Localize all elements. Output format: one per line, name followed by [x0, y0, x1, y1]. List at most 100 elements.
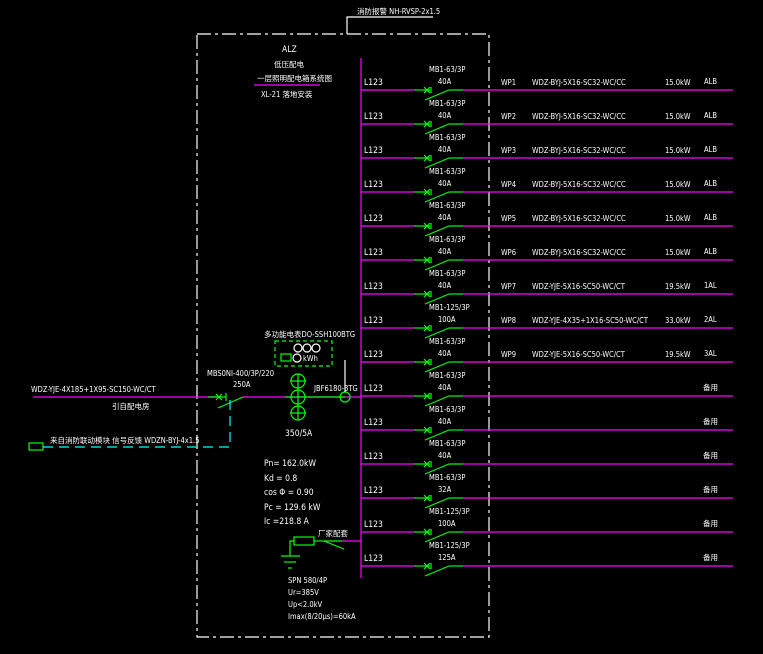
fire-signal-label: 来自消防联动模块 信号反馈 WDZN-BYJ-4x1.5	[50, 435, 200, 445]
main-breaker-model: MBS0NI-400/3P/220	[207, 369, 274, 378]
panel-ref: XL-21 落地安装	[261, 89, 313, 99]
breaker-blade	[424, 89, 450, 101]
circuit-breaker-rating: 100A	[438, 315, 456, 324]
breaker-x	[423, 494, 431, 502]
breaker-x	[423, 188, 431, 196]
circuit-power: 19.5kW	[665, 350, 691, 359]
ct-ratio: 350/5A	[285, 429, 313, 439]
circuit-breaker-model: MB1-63/3P	[429, 235, 465, 244]
breaker-x	[423, 358, 431, 366]
meter-kwh: kWh	[303, 354, 318, 363]
circuit-phase: L123	[364, 282, 383, 292]
circuit-breaker-model: MB1-63/3P	[429, 473, 465, 482]
circuit-id: WP4	[501, 180, 516, 189]
breaker-x	[423, 426, 431, 434]
circuit-breaker-rating: 32A	[438, 485, 452, 494]
circuit-id: WP8	[501, 316, 516, 325]
circuit-id: WP5	[501, 214, 516, 223]
top-signal-label: 消防报警 NH-RVSP-2x1.5	[357, 6, 440, 16]
breaker-blade	[424, 327, 450, 339]
breaker-blade	[424, 531, 450, 543]
circuit-cable: WDZ-YJE-4X35+1X16-SC50-WC/CT	[532, 316, 649, 325]
breaker-blade	[424, 225, 450, 237]
circuit-phase: L123	[364, 316, 383, 326]
meter-symbols	[280, 343, 321, 363]
circuit-breaker-rating: 40A	[438, 77, 452, 86]
circuit-breaker-rating: 40A	[438, 179, 452, 188]
circuit-destination: 备用	[703, 382, 718, 392]
circuit-id: WP7	[501, 282, 516, 291]
circuit-breaker-rating: 40A	[438, 213, 452, 222]
breaker-blade	[424, 497, 450, 509]
circuit-breaker-rating: 125A	[438, 553, 456, 562]
circuit-destination: ALB	[704, 145, 717, 154]
circuit-cable: WDZ-YJE-5X16-SC50-WC/CT	[532, 282, 626, 291]
circuit-phase: L123	[364, 520, 383, 530]
circuit-destination: ALB	[704, 247, 717, 256]
circuit-power: 15.0kW	[665, 78, 691, 87]
circuit-phase: L123	[364, 78, 383, 88]
spd-breaker-label: JBF6180-3TG	[313, 384, 358, 393]
breaker-blade	[424, 565, 450, 577]
breaker-blade	[424, 395, 450, 407]
circuit-breaker-rating: 40A	[438, 451, 452, 460]
circuit-breaker-rating: 40A	[438, 417, 452, 426]
circuit-breaker-model: MB1-125/3P	[429, 541, 470, 550]
incoming-cable-note: 引自配电房	[112, 401, 150, 411]
meter-box	[274, 340, 333, 367]
circuit-destination: ALB	[704, 111, 717, 120]
surge-protector	[281, 536, 361, 569]
calc-pn: Pn= 162.0kW	[264, 459, 316, 469]
spd-ur: Ur=385V	[288, 588, 319, 597]
circuit-power: 15.0kW	[665, 146, 691, 155]
circuit-breaker-rating: 40A	[438, 281, 452, 290]
circuit-phase: L123	[364, 418, 383, 428]
circuit-breaker-model: MB1-63/3P	[429, 269, 465, 278]
circuit-phase: L123	[364, 146, 383, 156]
circuit-destination: 备用	[703, 518, 718, 528]
circuit-destination: 备用	[703, 416, 718, 426]
breaker-blade	[424, 293, 450, 305]
breaker-blade	[424, 123, 450, 135]
breaker-blade	[424, 429, 450, 441]
breaker-x	[423, 154, 431, 162]
main-breaker-rating: 250A	[233, 380, 251, 389]
circuit-destination: ALB	[704, 179, 717, 188]
circuit-destination: ALB	[704, 77, 717, 86]
calc-ic: Ic =218.8 A	[264, 517, 310, 527]
breaker-x	[423, 120, 431, 128]
main-breaker	[208, 393, 361, 409]
circuit-breaker-model: MB1-63/3P	[429, 99, 465, 108]
circuit-breaker-rating: 40A	[438, 145, 452, 154]
circuit-phase: L123	[364, 486, 383, 496]
circuit-power: 33.0kW	[665, 316, 691, 325]
circuit-breaker-rating: 40A	[438, 111, 452, 120]
circuit-power: 15.0kW	[665, 112, 691, 121]
circuit-row: L123 MB1-63/3P 40A 备用	[361, 405, 733, 441]
spd-imax: Imax(8/20μs)=60kA	[288, 612, 356, 621]
circuit-power: 19.5kW	[665, 282, 691, 291]
circuit-power: 15.0kW	[665, 214, 691, 223]
spd-model: SPN 580/4P	[288, 576, 327, 585]
circuit-breaker-model: MB1-63/3P	[429, 405, 465, 414]
circuit-breaker-model: MB1-63/3P	[429, 371, 465, 380]
circuit-cable: WDZ-BYJ-5X16-SC32-WC/CC	[532, 146, 626, 155]
breaker-x	[423, 392, 431, 400]
calc-kd: Kd = 0.8	[264, 474, 297, 484]
circuit-phase: L123	[364, 384, 383, 394]
circuit-breaker-model: MB1-125/3P	[429, 303, 470, 312]
circuit-id: WP2	[501, 112, 516, 121]
circuit-destination: 2AL	[704, 315, 717, 324]
spd-up: Up<2.0kV	[288, 600, 323, 609]
breaker-x	[423, 528, 431, 536]
current-transformers	[285, 373, 345, 421]
circuit-cable: WDZ-BYJ-5X16-SC32-WC/CC	[532, 214, 626, 223]
